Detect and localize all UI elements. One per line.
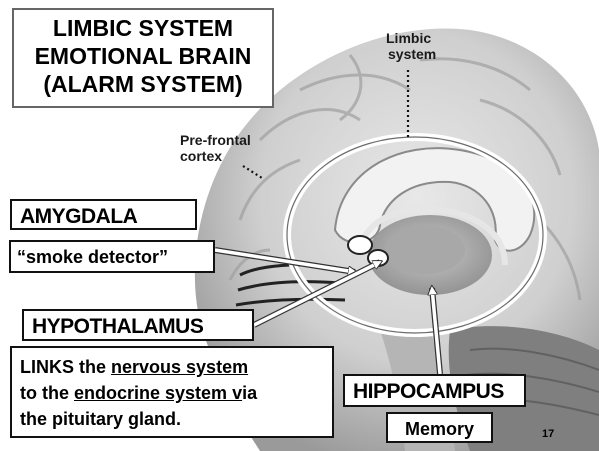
title-line-2: EMOTIONAL BRAIN: [14, 42, 272, 70]
endocrine-system-text: endocrine system v: [74, 383, 242, 403]
limbic-system-label: Limbic system: [386, 30, 436, 62]
prefrontal-label-line-2: cortex: [180, 148, 251, 164]
limbic-label-line-1: Limbic: [386, 30, 436, 46]
hypothalamus-callout: HYPOTHALAMUS: [22, 309, 254, 341]
nervous-system-text: nervous system: [111, 357, 248, 377]
slide-title: LIMBIC SYSTEM EMOTIONAL BRAIN (ALARM SYS…: [12, 8, 274, 108]
title-line-3: (ALARM SYSTEM): [14, 70, 272, 98]
links-text-1a: LINKS the: [20, 357, 111, 377]
olfactory-bulb: [348, 236, 372, 254]
links-line-2: to the endocrine system via: [20, 380, 324, 406]
prefrontal-label-line-1: Pre-frontal: [180, 132, 251, 148]
memory-callout: Memory: [386, 412, 493, 443]
title-line-1: LIMBIC SYSTEM: [14, 14, 272, 42]
amygdala-callout: AMYGDALA: [10, 199, 197, 230]
prefrontal-cortex-label: Pre-frontal cortex: [180, 132, 251, 164]
links-description: LINKS the nervous system to the endocrin…: [10, 346, 334, 438]
links-line-3: the pituitary gland.: [20, 406, 324, 432]
smoke-detector-callout: “smoke detector”: [9, 240, 215, 273]
page-number: 17: [542, 428, 554, 440]
links-line-1: LINKS the nervous system: [20, 354, 324, 380]
links-text-2b: ia: [242, 383, 257, 403]
limbic-label-line-2: system: [386, 46, 436, 62]
hippocampus-callout: HIPPOCAMPUS: [343, 374, 526, 407]
links-text-2a: to the: [20, 383, 74, 403]
